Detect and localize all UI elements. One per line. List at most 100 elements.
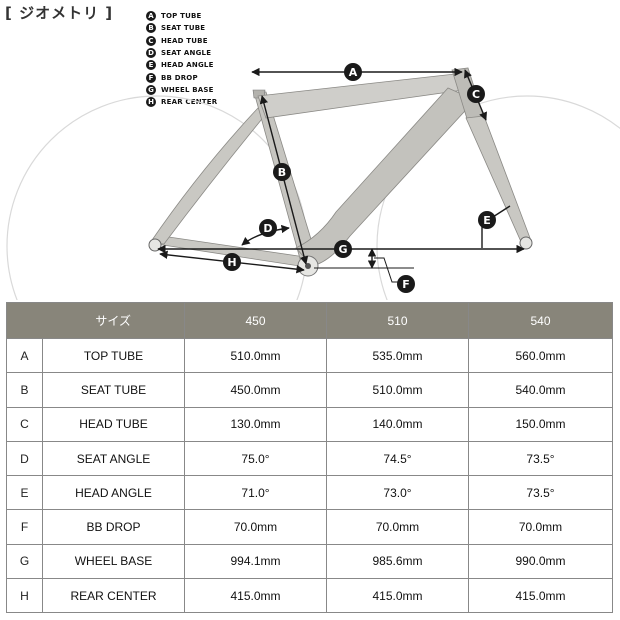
down-tube — [295, 87, 476, 267]
badge-d-label: D — [263, 222, 272, 235]
legend-item: C HEAD TUBE — [146, 35, 217, 47]
cell-value: 415.0mm — [326, 578, 469, 614]
legend-item: E HEAD ANGLE — [146, 59, 217, 71]
row-name: BB DROP — [42, 509, 185, 545]
legend-badge: D — [146, 48, 156, 59]
cell-value: 70.0mm — [326, 509, 469, 545]
row-name: WHEEL BASE — [42, 543, 185, 580]
cell-value: 990.0mm — [468, 543, 613, 580]
cell-value: 140.0mm — [326, 406, 469, 442]
table-row: F BB DROP 70.0mm 70.0mm 70.0mm — [6, 509, 613, 545]
table-row: G WHEEL BASE 994.1mm 985.6mm 990.0mm — [6, 543, 613, 580]
row-name: SEAT ANGLE — [42, 440, 185, 477]
cell-value: 74.5° — [326, 440, 469, 477]
table-row: C HEAD TUBE 130.0mm 140.0mm 150.0mm — [6, 406, 613, 442]
badge-a-label: A — [349, 66, 358, 79]
cell-value: 415.0mm — [184, 578, 327, 614]
legend-label: SEAT ANGLE — [161, 49, 212, 58]
geometry-table: サイズ 450 510 540 A TOP TUBE 510.0mm 535.0… — [6, 302, 613, 614]
badge-c: C — [467, 85, 485, 103]
cell-value: 985.6mm — [326, 543, 469, 580]
badge-f: F — [397, 275, 415, 293]
cell-value: 73.5° — [468, 440, 613, 477]
table-row: E HEAD ANGLE 71.0° 73.0° 73.5° — [6, 475, 613, 511]
cell-value: 70.0mm — [468, 509, 613, 545]
front-hub — [519, 236, 533, 250]
cell-value: 510.0mm — [184, 337, 327, 374]
legend-label: HEAD TUBE — [161, 36, 208, 45]
legend-badge: B — [146, 23, 156, 34]
table-header-row: サイズ 450 510 540 — [6, 302, 613, 339]
legend-label: REAR CENTER — [161, 98, 218, 107]
column-header-510: 510 — [326, 302, 469, 339]
legend-item: F BB DROP — [146, 71, 217, 83]
row-key: C — [6, 406, 43, 442]
row-key: H — [6, 578, 43, 614]
badge-d: D — [259, 219, 277, 237]
legend-item: B SEAT TUBE — [146, 22, 217, 34]
cell-value: 70.0mm — [184, 509, 327, 545]
legend-badge: F — [146, 72, 156, 83]
cell-value: 415.0mm — [468, 578, 613, 614]
cell-value: 71.0° — [184, 475, 327, 511]
badge-f-label: F — [402, 278, 410, 291]
column-header-size: サイズ — [42, 302, 185, 339]
legend-badge: G — [146, 84, 156, 95]
legend-badge: H — [146, 97, 156, 108]
column-header-spacer — [6, 302, 43, 339]
legend-item: G WHEEL BASE — [146, 84, 217, 96]
legend-badge: E — [146, 60, 156, 71]
dim-leader-f — [374, 257, 402, 283]
legend-item: D SEAT ANGLE — [146, 47, 217, 59]
cell-value: 73.0° — [326, 475, 469, 511]
cell-value: 150.0mm — [468, 406, 613, 442]
row-name: TOP TUBE — [42, 337, 185, 374]
cell-value: 535.0mm — [326, 337, 469, 374]
badge-b-label: B — [278, 166, 286, 179]
row-name: HEAD ANGLE — [42, 475, 185, 511]
table-row: B SEAT TUBE 450.0mm 510.0mm 540.0mm — [6, 372, 613, 408]
row-name: SEAT TUBE — [42, 372, 185, 408]
row-key: E — [6, 475, 43, 511]
row-key: G — [6, 543, 43, 580]
legend-badge: A — [146, 11, 156, 22]
dimension-legend: A TOP TUBE B SEAT TUBE C HEAD TUBE D SEA… — [146, 10, 217, 108]
legend-item: H REAR CENTER — [146, 96, 217, 108]
badge-c-label: C — [472, 88, 480, 101]
legend-item: A TOP TUBE — [146, 10, 217, 22]
row-key: A — [6, 337, 43, 374]
cell-value: 75.0° — [184, 440, 327, 477]
legend-badge: C — [146, 35, 156, 46]
legend-label: HEAD ANGLE — [161, 61, 214, 70]
cell-value: 994.1mm — [184, 543, 327, 580]
table-row: H REAR CENTER 415.0mm 415.0mm 415.0mm — [6, 578, 613, 614]
table-row: A TOP TUBE 510.0mm 535.0mm 560.0mm — [6, 337, 613, 374]
badge-b: B — [273, 163, 291, 181]
legend-label: BB DROP — [161, 73, 198, 82]
badge-a: A — [344, 63, 362, 81]
legend-label: TOP TUBE — [161, 12, 202, 21]
row-name: REAR CENTER — [42, 578, 185, 614]
column-header-540: 540 — [468, 302, 613, 339]
row-name: HEAD TUBE — [42, 406, 185, 442]
badge-h: H — [223, 253, 241, 271]
cell-value: 450.0mm — [184, 372, 327, 408]
row-key: B — [6, 372, 43, 408]
row-key: D — [6, 440, 43, 477]
seat-stay — [149, 107, 267, 245]
cell-value: 560.0mm — [468, 337, 613, 374]
table-row: D SEAT ANGLE 75.0° 74.5° 73.5° — [6, 440, 613, 477]
column-header-450: 450 — [184, 302, 327, 339]
legend-label: WHEEL BASE — [161, 85, 214, 94]
legend-label: SEAT TUBE — [161, 24, 206, 33]
cell-value: 510.0mm — [326, 372, 469, 408]
frame-geometry-diagram: A B C D E F G H — [6, 63, 620, 300]
badge-h-label: H — [227, 256, 236, 269]
badge-e: E — [478, 211, 496, 229]
badge-e-label: E — [483, 214, 491, 227]
dimension-badges: A B C D E F G H — [223, 63, 496, 293]
cell-value: 540.0mm — [468, 372, 613, 408]
cell-value: 73.5° — [468, 475, 613, 511]
badge-g: G — [334, 240, 352, 258]
row-key: F — [6, 509, 43, 545]
